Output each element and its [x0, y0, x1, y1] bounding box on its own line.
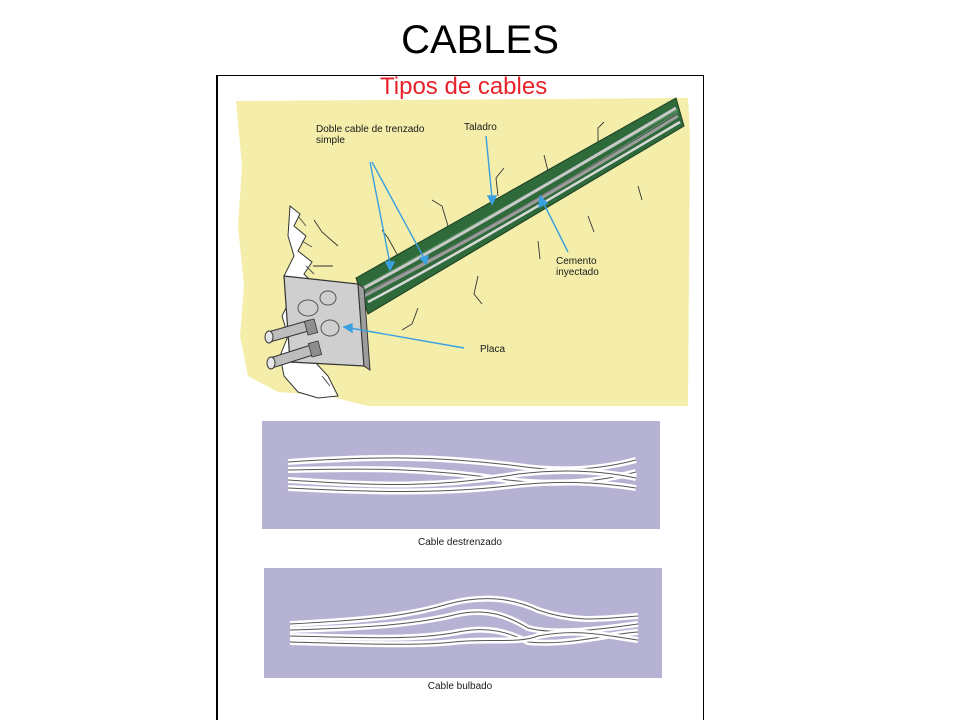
- cable-panel-unstranded: [262, 421, 660, 529]
- label-double-cable: Doble cable de trenzado simple: [316, 124, 425, 146]
- cable-panel-bulbed: [264, 568, 662, 678]
- label-grout: Cemento inyectado: [556, 256, 599, 278]
- cable-anchor-illustration: [236, 97, 690, 678]
- slide-title: CABLES: [401, 18, 559, 62]
- cable-figure: Doble cable de trenzado simple Taladro C…: [216, 75, 704, 720]
- double-strand-cables: [363, 106, 681, 304]
- cable-ends: [264, 318, 323, 370]
- label-plate: Placa: [480, 344, 506, 355]
- leader-arrows: [342, 135, 569, 349]
- label-drill: Taladro: [464, 122, 497, 133]
- bearing-plate: [283, 275, 371, 371]
- caption-unstranded: Cable destrenzado: [418, 537, 502, 548]
- caption-bulbed: Cable bulbado: [427, 681, 493, 692]
- slide-subtitle: Tipos de cables: [380, 73, 548, 100]
